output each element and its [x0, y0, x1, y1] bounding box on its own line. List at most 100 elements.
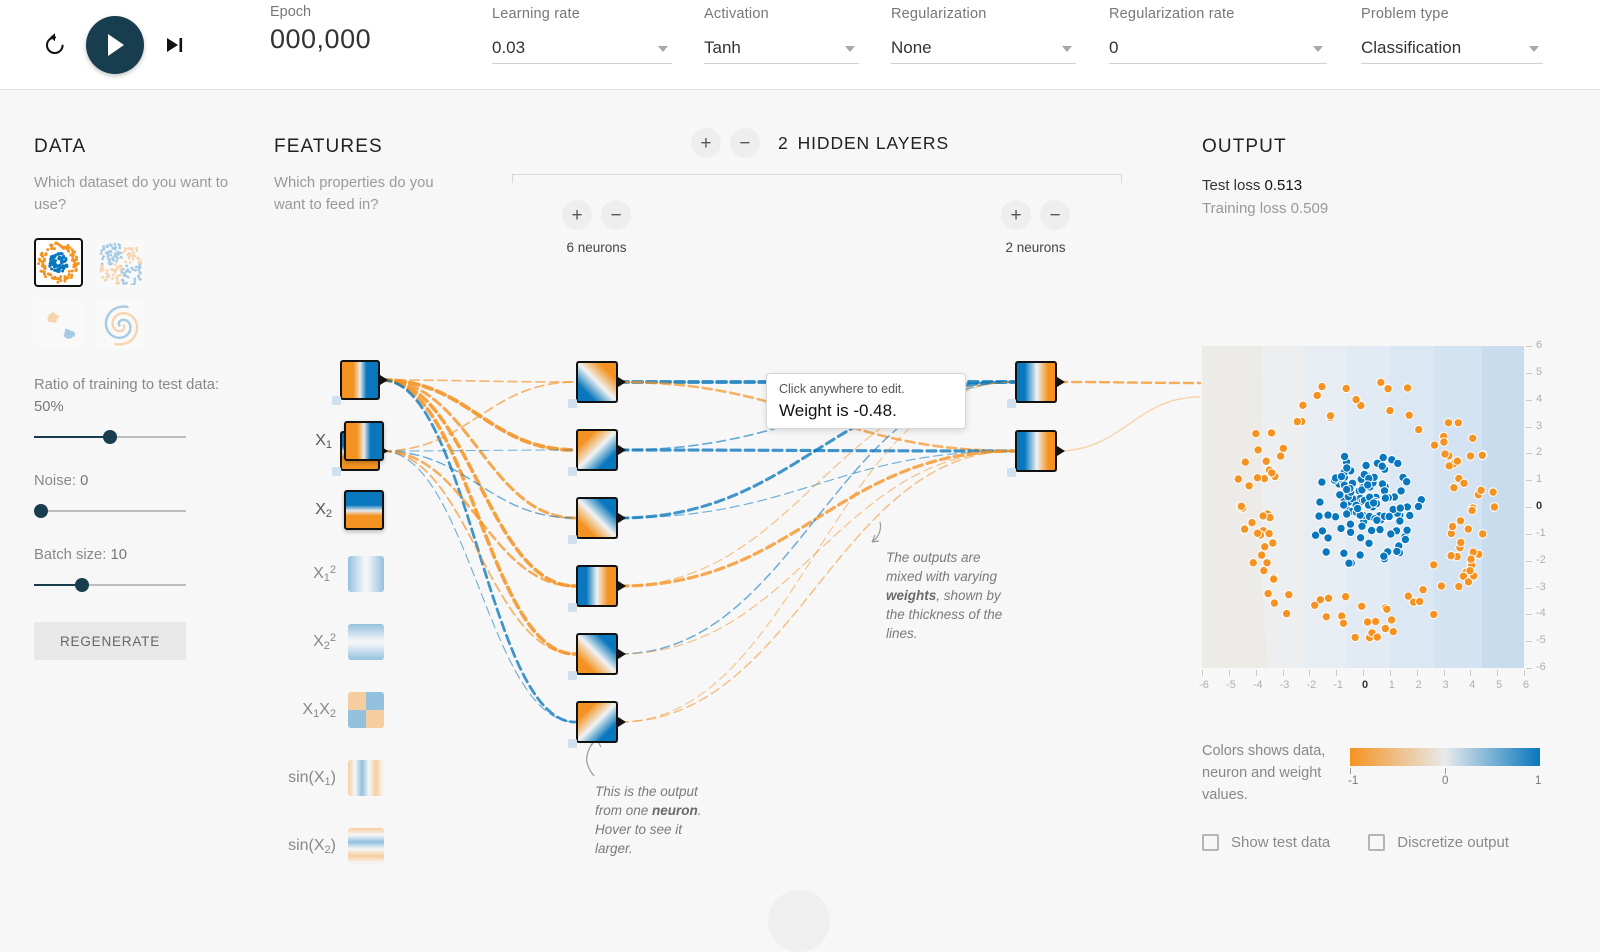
network-link[interactable] [380, 378, 577, 588]
hidden-1-neuron-4[interactable] [576, 565, 618, 607]
slider-knob[interactable] [103, 430, 117, 444]
hidden-1-neuron-5[interactable] [576, 633, 618, 675]
data-point [1402, 477, 1412, 487]
play-button[interactable] [86, 15, 144, 74]
feature-node-6[interactable] [348, 760, 384, 796]
network-link[interactable] [380, 378, 577, 520]
regularization-value: None [891, 38, 932, 57]
data-point [1355, 550, 1365, 560]
data-point [1240, 457, 1250, 467]
bias-node[interactable] [568, 603, 577, 612]
y-tick [1526, 372, 1532, 374]
batch-size-slider[interactable] [34, 578, 186, 592]
hidden-1-neuron-3[interactable] [576, 497, 618, 539]
network-link[interactable] [380, 449, 577, 588]
network-link[interactable] [381, 379, 576, 383]
slider-knob[interactable] [34, 504, 48, 518]
output-heatmap[interactable] [1202, 346, 1524, 668]
x-tick [1524, 670, 1525, 676]
feature-node-7[interactable] [348, 828, 384, 864]
add-layer-button[interactable]: + [690, 128, 721, 158]
hidden-1-neuron-1[interactable] [576, 361, 618, 403]
bottom-floating-button[interactable] [768, 890, 830, 952]
feature-row-5[interactable]: X1X2 [274, 692, 384, 728]
ratio-slider[interactable] [34, 430, 186, 444]
network-link[interactable] [380, 378, 577, 724]
discretize-output-checkbox[interactable]: Discretize output [1368, 834, 1509, 851]
feature-row-2[interactable]: X2 [274, 490, 384, 530]
feature-node-1[interactable] [344, 421, 384, 461]
data-point [1247, 517, 1257, 528]
problem-type-select[interactable]: Classification [1361, 34, 1543, 64]
network-link[interactable] [380, 378, 577, 452]
bias-node[interactable] [568, 467, 577, 476]
dataset-gaussian[interactable] [34, 299, 83, 348]
weight-edit-tooltip[interactable]: Click anywhere to edit. Weight is -0.48. [766, 373, 966, 429]
dataset-spiral[interactable] [95, 299, 144, 348]
feature-row-7[interactable]: sin(X2) [274, 828, 384, 864]
show-test-data-checkbox[interactable]: Show test data [1202, 834, 1330, 851]
y-tick-label: 6 [1536, 339, 1543, 351]
bias-node[interactable] [332, 467, 341, 476]
layer-1-remove-neuron-button[interactable]: − [601, 200, 631, 230]
step-forward-icon[interactable] [160, 30, 190, 60]
bias-node[interactable] [568, 671, 577, 680]
feature-row-1[interactable]: X1 [274, 421, 384, 461]
network-link[interactable] [381, 450, 576, 655]
regularization-select[interactable]: None [891, 34, 1076, 64]
data-point [1264, 528, 1274, 539]
bias-node[interactable] [1007, 468, 1016, 477]
hidden-2-neuron-1[interactable] [1015, 361, 1057, 403]
regenerate-button[interactable]: REGENERATE [34, 622, 186, 660]
data-point [1342, 484, 1352, 495]
layer-1-add-neuron-button[interactable]: + [562, 200, 592, 230]
bias-node[interactable] [1007, 399, 1016, 408]
feature-node-4[interactable] [348, 624, 384, 660]
data-point [1344, 558, 1354, 568]
hidden-2-neuron-2[interactable] [1015, 430, 1057, 472]
slider-knob[interactable] [75, 578, 89, 592]
regularization-rate-select[interactable]: 0 [1109, 34, 1327, 64]
activation-select[interactable]: Tanh [704, 34, 859, 64]
bias-node[interactable] [332, 396, 341, 405]
tooltip-hint: Click anywhere to edit. [779, 382, 905, 396]
bias-node[interactable] [568, 399, 577, 408]
feature-label-7: sin(X2) [288, 836, 336, 856]
layer-2-remove-neuron-button[interactable]: − [1040, 200, 1070, 230]
network-link[interactable] [381, 449, 576, 452]
feature-row-6[interactable]: sin(X1) [274, 760, 384, 796]
dataset-circle[interactable] [34, 238, 83, 287]
feature-node-2[interactable] [344, 490, 384, 530]
network-link[interactable] [381, 450, 576, 519]
input-node-x1[interactable] [340, 360, 380, 400]
network-link[interactable] [381, 450, 576, 723]
hidden-1-neuron-6[interactable] [576, 701, 618, 743]
dataset-exclusive-or[interactable] [95, 238, 144, 287]
hidden-1-neuron-2[interactable] [576, 429, 618, 471]
feature-row-3[interactable]: X12 [274, 556, 384, 592]
remove-layer-button[interactable]: − [729, 128, 760, 158]
tooltip-weight-value: Weight is -0.48. [779, 401, 897, 420]
x-tick-label: 6 [1522, 679, 1530, 691]
network-link[interactable] [618, 450, 1015, 519]
bias-node[interactable] [568, 739, 577, 748]
restart-icon[interactable] [38, 28, 72, 62]
top-toolbar: Epoch 000,000 Learning rate 0.03 Activat… [0, 0, 1600, 90]
feature-node-3[interactable] [348, 556, 384, 592]
network-link[interactable] [1057, 396, 1201, 452]
data-title: DATA [34, 136, 87, 157]
layer-2-add-neuron-button[interactable]: + [1001, 200, 1031, 230]
network-link[interactable] [617, 448, 1016, 453]
feature-row-4[interactable]: X22 [274, 624, 384, 660]
data-point [1463, 524, 1473, 534]
network-link[interactable] [1056, 380, 1202, 385]
noise-slider[interactable] [34, 504, 186, 518]
bias-node[interactable] [568, 535, 577, 544]
network-link[interactable] [381, 381, 576, 452]
learning-rate-select[interactable]: 0.03 [492, 34, 672, 64]
noise-value: 0 [80, 473, 89, 489]
data-point [1459, 478, 1469, 489]
network-link[interactable] [380, 378, 577, 656]
feature-node-5[interactable] [348, 692, 384, 728]
data-point [1252, 473, 1263, 483]
